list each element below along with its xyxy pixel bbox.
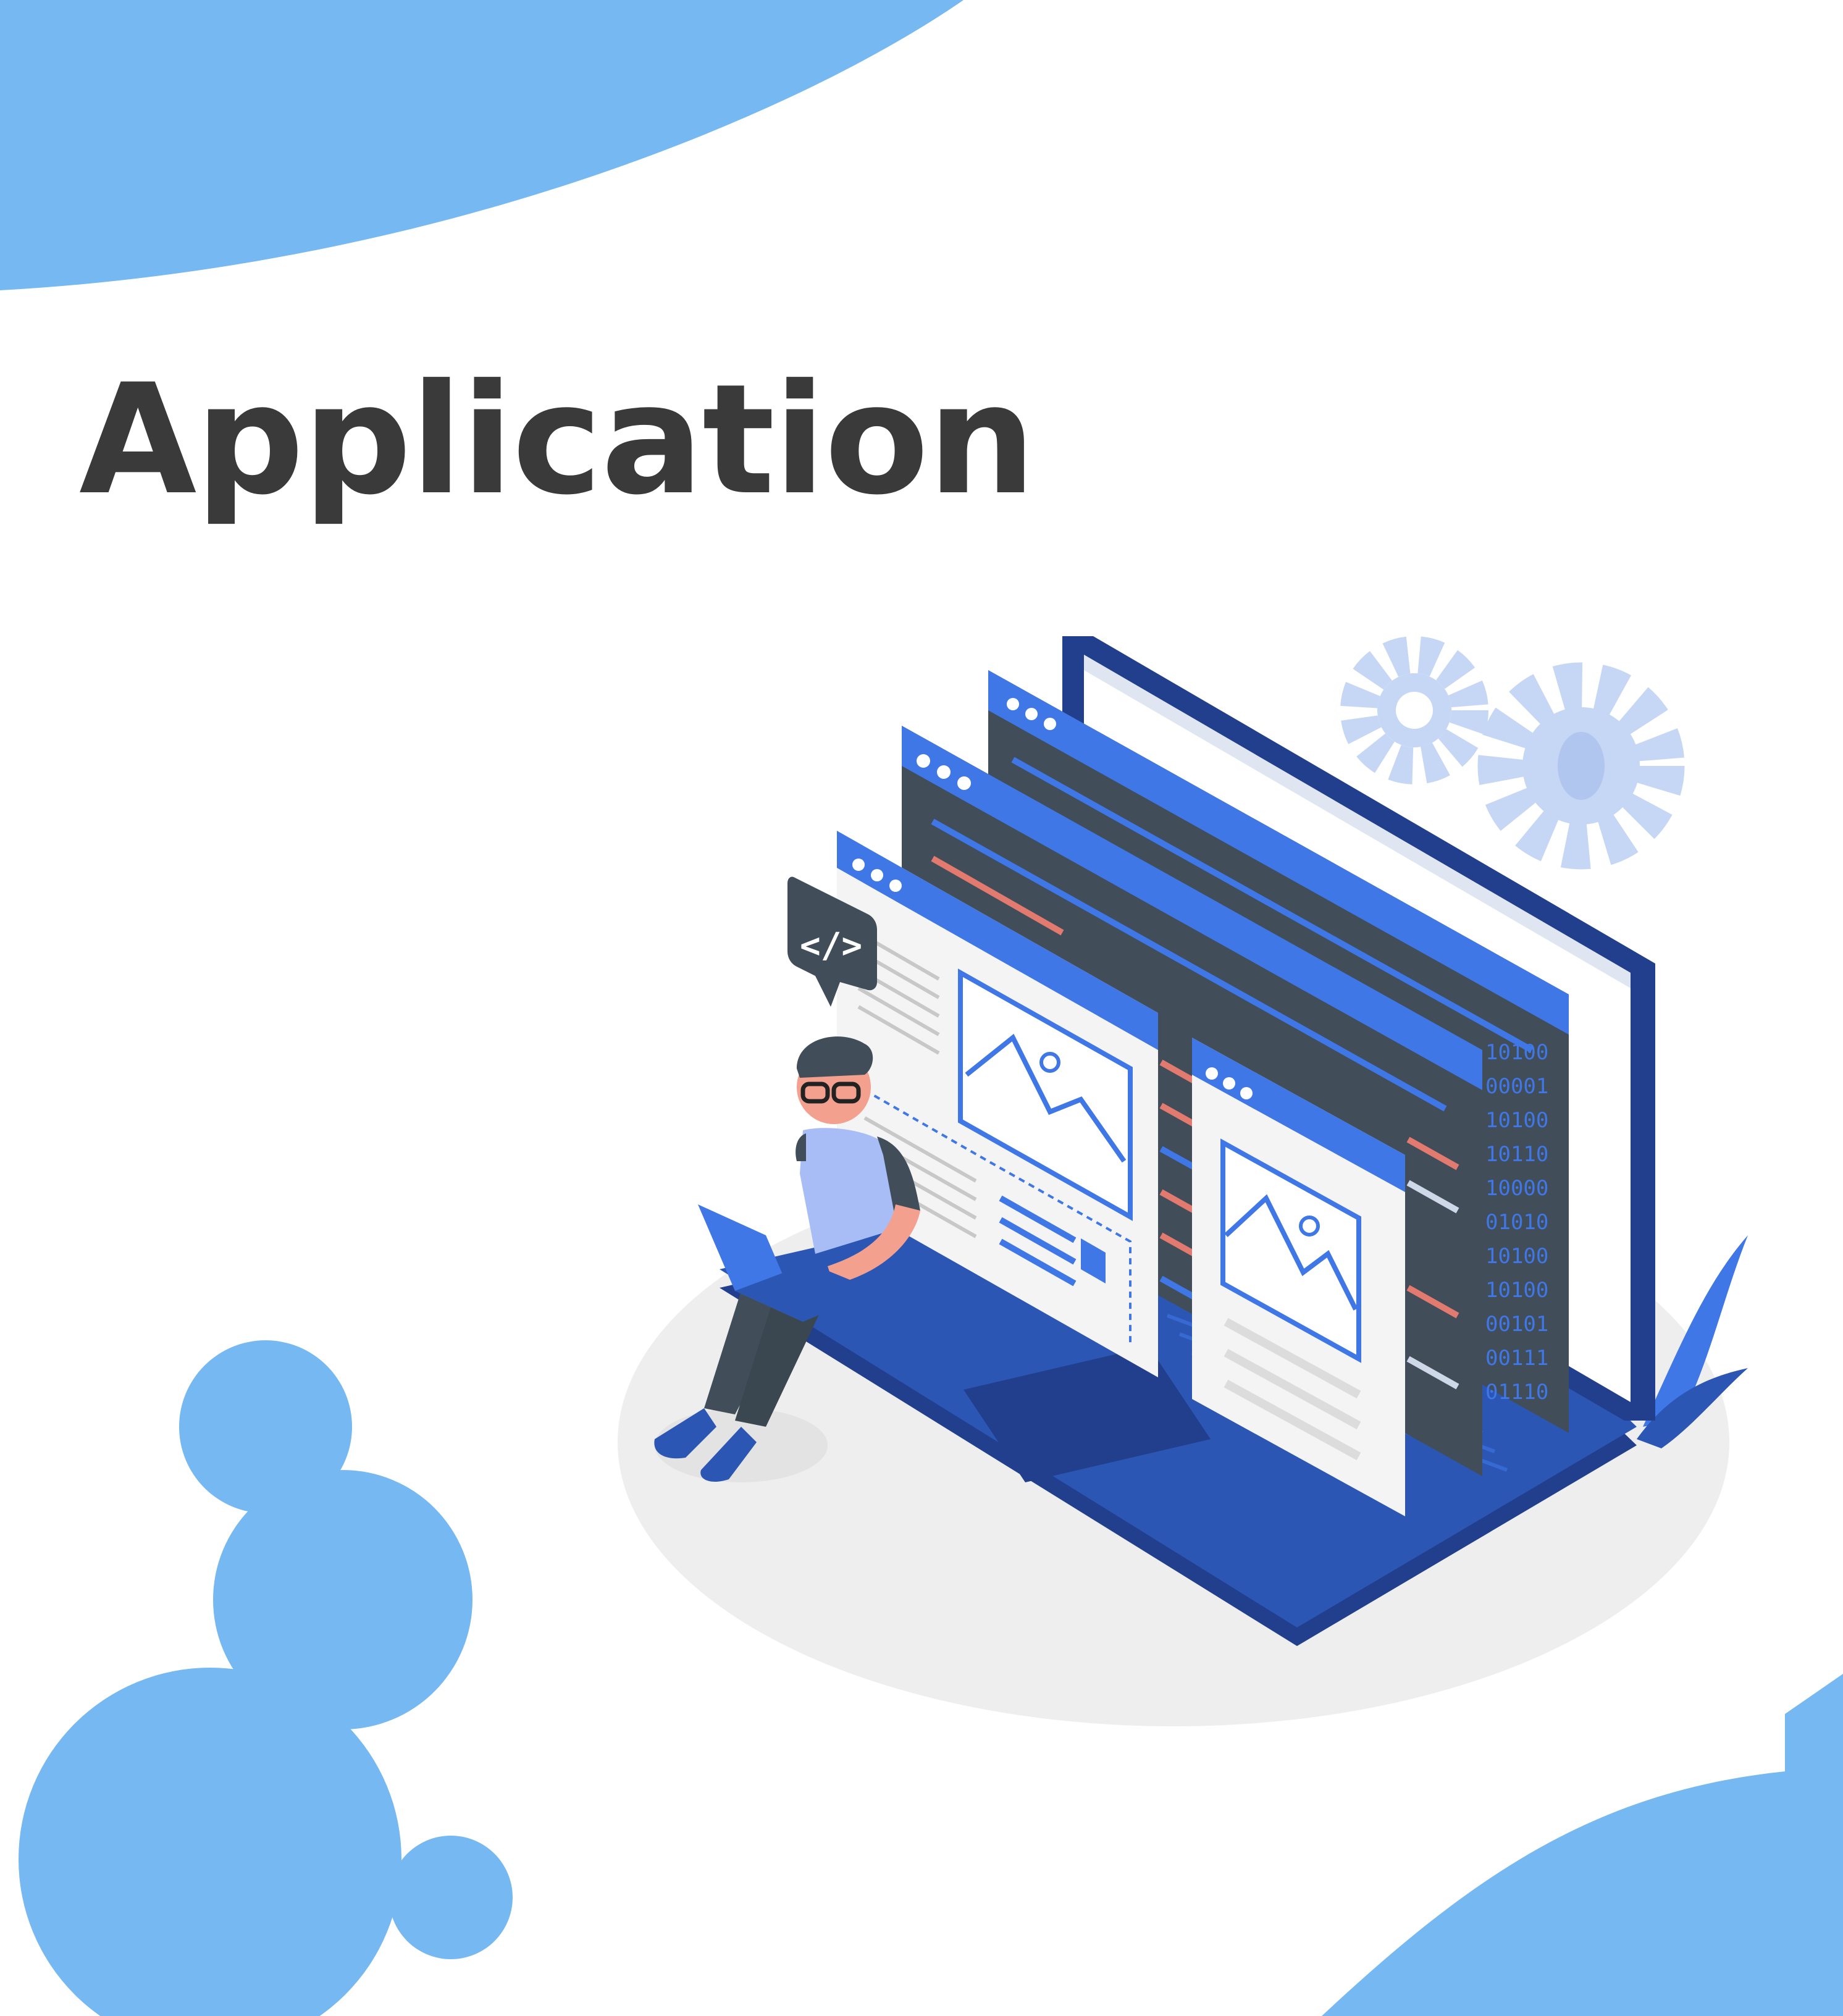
svg-text:10100: 10100 (1485, 1040, 1548, 1065)
svg-text:</>: </> (800, 926, 862, 966)
code-icon: </> (787, 876, 877, 1007)
person-figure (654, 1036, 920, 1482)
gear-icon (1340, 636, 1685, 870)
svg-text:01110: 01110 (1485, 1380, 1548, 1405)
svg-text:10100: 10100 (1485, 1108, 1548, 1133)
svg-text:10000: 10000 (1485, 1176, 1548, 1201)
image-icon (1220, 1138, 1361, 1363)
svg-text:00101: 00101 (1485, 1312, 1548, 1337)
bottom-right-accent-blob (1322, 1674, 1843, 2016)
svg-text:00001: 00001 (1485, 1074, 1548, 1099)
top-accent-blob (0, 0, 963, 290)
image-window (1192, 1038, 1405, 1516)
page-title: Application (79, 352, 1036, 529)
image-icon (958, 968, 1133, 1221)
bubble-cluster (19, 1340, 513, 2016)
svg-text:10100: 10100 (1485, 1278, 1548, 1303)
svg-text:01010: 01010 (1485, 1210, 1548, 1235)
svg-text:10100: 10100 (1485, 1244, 1548, 1269)
leaf-icon (1637, 1235, 1748, 1448)
svg-text:00111: 00111 (1485, 1346, 1548, 1371)
svg-text:10110: 10110 (1485, 1142, 1548, 1167)
